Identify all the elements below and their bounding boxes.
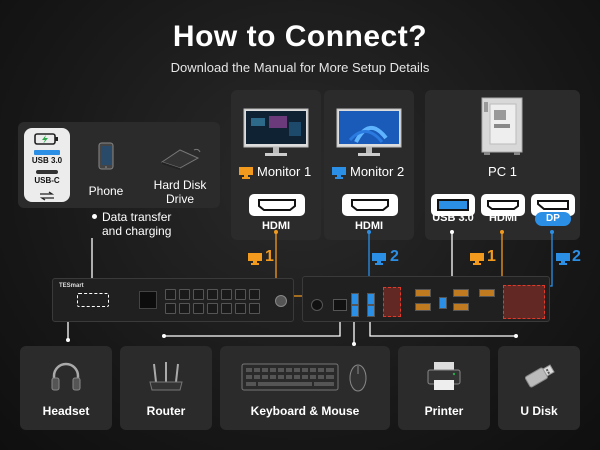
hdmi-port-icon <box>342 194 398 216</box>
pc-dp-connection-number: 2 <box>572 248 581 265</box>
hdmi-port <box>479 289 495 297</box>
usb-note-line2: and charging <box>102 224 172 238</box>
u-disk-card: U Disk <box>498 346 580 430</box>
output-ports-highlight <box>383 287 401 317</box>
ethernet-port <box>333 299 347 311</box>
kvm-knob <box>275 295 287 307</box>
kvm-front-panel: TESmart <box>52 278 294 322</box>
monitor2-card: Monitor 2 HDMI <box>324 90 414 240</box>
hdmi-port <box>453 289 469 297</box>
pc-card: PC 1 USB 3.0 HDMI DP <box>425 90 580 240</box>
monitor2-connection-number: 2 <box>390 248 399 265</box>
usb-port-panel: USB 3.0 USB-C <box>24 128 70 202</box>
kvm-brand-label: TESmart <box>59 283 84 289</box>
printer-label: Printer <box>424 404 464 418</box>
pc-hdmi-connection-number: 1 <box>487 248 496 265</box>
kvm-button <box>207 289 218 300</box>
monitor-cable-icon <box>556 252 570 270</box>
usb-port <box>351 305 359 317</box>
monitor1-label-icon <box>239 166 253 184</box>
usb-front-ports <box>77 293 109 307</box>
battery-charging-icon <box>34 132 60 151</box>
hdd-label-line1: Hard Disk <box>153 178 207 192</box>
usb30-port-label: USB 3.0 <box>31 156 63 165</box>
kvm-button <box>221 303 232 314</box>
usb-port <box>367 293 375 305</box>
hdmi-port-icon <box>249 194 305 216</box>
page-subtitle: Download the Manual for More Setup Detai… <box>170 60 430 75</box>
hdmi-port <box>453 303 469 311</box>
kvm-rear-panel <box>302 276 550 322</box>
kvm-button <box>165 289 176 300</box>
headset-icon <box>50 362 82 397</box>
kvm-button <box>179 289 190 300</box>
kvm-button <box>249 289 260 300</box>
kvm-button <box>193 303 204 314</box>
monitor1-connection-number: 1 <box>265 248 274 265</box>
usb-devices-card: USB 3.0 USB-C Phone Hard Disk Drive <box>18 122 220 208</box>
usb-drive-icon <box>522 362 556 395</box>
monitor2-label-icon <box>332 166 346 184</box>
monitor-cable-icon <box>372 252 386 270</box>
monitor1-port-label: HDMI <box>261 220 291 232</box>
keyboard-mouse-card: Keyboard & Mouse <box>220 346 390 430</box>
keyboard-mouse-icon <box>240 360 370 399</box>
printer-card: Printer <box>398 346 490 430</box>
usb-note-dot <box>92 214 97 219</box>
hard-disk-icon <box>158 146 202 175</box>
phone-label: Phone <box>88 184 124 198</box>
router-card: Router <box>120 346 212 430</box>
power-port <box>311 299 323 311</box>
hdd-label-line2: Drive <box>165 192 194 206</box>
hdmi-port <box>415 289 431 297</box>
phone-icon <box>98 142 114 175</box>
hdmi-port <box>415 303 431 311</box>
headset-card: Headset <box>20 346 112 430</box>
usb-port <box>439 297 447 309</box>
monitor-cable-icon <box>248 252 262 270</box>
kvm-button <box>207 303 218 314</box>
hdmi-port-icon <box>481 194 525 216</box>
monitor-cable-icon <box>470 252 484 270</box>
kvm-button <box>221 289 232 300</box>
kvm-button <box>249 303 260 314</box>
monitor2-port-label: HDMI <box>354 220 384 232</box>
kvm-button <box>179 303 190 314</box>
usb-port <box>351 293 359 305</box>
keyboard-mouse-label: Keyboard & Mouse <box>250 404 360 418</box>
router-label: Router <box>146 404 186 418</box>
page-title: How to Connect? <box>172 20 428 53</box>
pc-port-usb30-label: USB 3.0 <box>432 212 474 224</box>
usbc-port-icon <box>36 170 58 174</box>
usb-port <box>367 305 375 317</box>
monitor-icon <box>336 108 402 163</box>
pc-port-dp-label: DP <box>535 212 571 226</box>
kvm-button <box>235 289 246 300</box>
pc-tower-icon <box>480 96 526 161</box>
usb-note-line1: Data transfer <box>102 210 172 224</box>
kvm-button <box>235 303 246 314</box>
input-ports-highlight <box>503 285 545 319</box>
usb30-port-icon <box>431 194 475 216</box>
headset-label: Headset <box>42 404 90 418</box>
kvm-button <box>165 303 176 314</box>
kvm-display <box>139 291 157 309</box>
monitor1-card: Monitor 1 HDMI <box>231 90 321 240</box>
usb30-port-icon <box>34 150 60 155</box>
u-disk-label: U Disk <box>520 404 558 418</box>
usbc-port-label: USB-C <box>34 176 60 185</box>
monitor1-label: Monitor 1 <box>257 164 312 179</box>
swap-arrows-icon <box>38 188 56 206</box>
monitor-icon <box>243 108 309 163</box>
displayport-icon <box>531 194 575 216</box>
router-icon <box>146 362 186 397</box>
pc-label: PC 1 <box>488 164 517 179</box>
kvm-button <box>193 289 204 300</box>
pc-port-hdmi-label: HDMI <box>488 212 518 224</box>
monitor2-label: Monitor 2 <box>350 164 405 179</box>
printer-icon <box>426 360 462 397</box>
